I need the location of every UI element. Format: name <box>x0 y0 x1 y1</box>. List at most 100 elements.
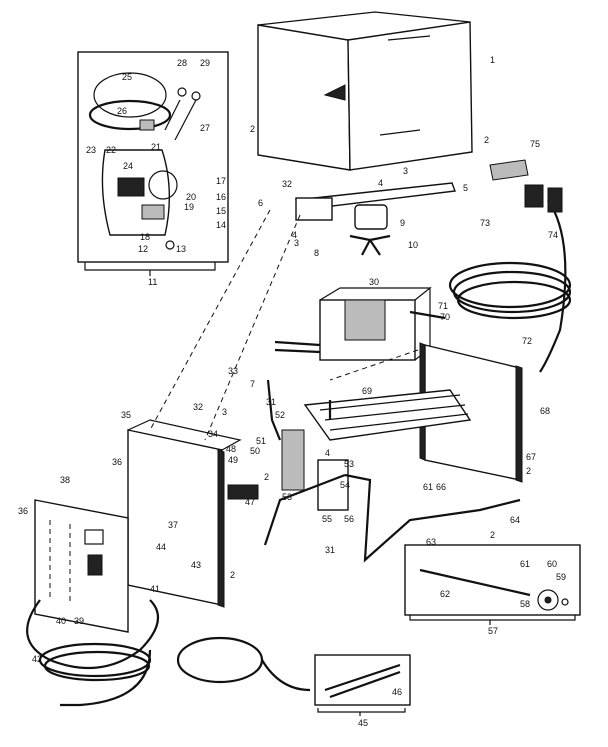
assembly-guides <box>149 209 419 441</box>
callout-c56: 56 <box>344 514 354 524</box>
callout-c8: 8 <box>314 248 319 258</box>
transformer-coil <box>344 299 386 341</box>
callout-c11: 11 <box>148 277 157 287</box>
electrode-holder <box>324 663 401 699</box>
heat-sink-lines <box>319 394 469 431</box>
callout-c57: 57 <box>488 626 498 636</box>
power-cord <box>448 159 572 373</box>
callout-c2e: 2 <box>230 570 235 580</box>
plug-body <box>524 184 544 208</box>
frame-tubes <box>263 400 521 563</box>
callout-c16: 16 <box>216 192 226 202</box>
callout-c62: 62 <box>440 589 450 599</box>
front-panel-edge <box>217 449 225 608</box>
callout-c47: 47 <box>245 497 255 507</box>
output-terminal <box>227 484 259 500</box>
callout-c41: 41 <box>150 584 160 594</box>
callout-c23: 23 <box>86 145 96 155</box>
fan-blade <box>349 234 391 256</box>
front-panel <box>127 419 242 608</box>
callout-c49: 49 <box>228 455 238 465</box>
callout-c75: 75 <box>530 139 540 149</box>
selector-knob <box>87 554 103 576</box>
callout-c1: 1 <box>490 55 495 65</box>
strain-relief <box>489 159 529 181</box>
callout-c21: 21 <box>151 142 161 152</box>
callout-c36a: 36 <box>112 457 122 467</box>
helmet-lens <box>117 177 145 197</box>
callout-c6: 6 <box>258 198 263 208</box>
helmet-inset-bracket <box>84 262 216 276</box>
callout-c42: 42 <box>32 654 42 664</box>
helmet-side-knob <box>148 170 178 200</box>
callout-c70: 70 <box>440 312 450 322</box>
cord-coil-1 <box>448 261 572 309</box>
cabinet-cover <box>257 11 473 171</box>
callout-c69: 69 <box>362 386 372 396</box>
callout-c53b: 53 <box>282 492 292 502</box>
fan-bracket <box>295 197 333 221</box>
callout-c31a: 31 <box>266 397 276 407</box>
callout-c58: 58 <box>520 599 530 609</box>
callout-c2b: 2 <box>484 135 489 145</box>
callout-c4a: 4 <box>378 178 383 188</box>
wheel-inset-frame <box>404 544 581 616</box>
front-panel-top <box>127 419 242 451</box>
label-box <box>84 529 104 545</box>
callout-c13: 13 <box>176 244 186 254</box>
cover-right-side <box>347 21 473 171</box>
callout-c46: 46 <box>392 687 402 697</box>
callout-c55: 55 <box>322 514 332 524</box>
callout-c36b: 36 <box>18 506 28 516</box>
cable-lead <box>60 649 152 707</box>
cover-top-edge <box>257 11 471 26</box>
wheel-kit-inset <box>404 544 581 625</box>
callout-c28: 28 <box>177 58 187 68</box>
callout-c5: 5 <box>463 183 468 193</box>
callout-c24: 24 <box>123 161 133 171</box>
cable-coil-3 <box>176 636 264 684</box>
base-frame <box>263 379 521 563</box>
callout-c15: 15 <box>216 206 226 216</box>
callout-c61b: 61 <box>423 482 433 492</box>
callout-c4c: 4 <box>325 448 330 458</box>
amp-scales <box>49 520 71 604</box>
cord-coil-2 <box>452 270 572 314</box>
callout-c48: 48 <box>226 444 236 454</box>
callout-c61a: 61 <box>520 559 530 569</box>
callout-c32a: 32 <box>282 179 292 189</box>
callout-c38: 38 <box>60 475 70 485</box>
transformer-leads <box>274 310 446 354</box>
pivot-washer-a <box>177 87 187 97</box>
cable-coil-1 <box>38 642 152 678</box>
cover-handle <box>323 84 346 101</box>
callout-c20: 20 <box>186 192 196 202</box>
callout-c34: 34 <box>208 429 218 439</box>
callout-c2a: 2 <box>250 124 255 134</box>
plug-cap <box>547 187 563 213</box>
callout-c12: 12 <box>138 244 148 254</box>
callout-c51: 51 <box>256 436 266 446</box>
fan-assembly <box>295 182 456 256</box>
callout-c60: 60 <box>547 559 557 569</box>
cord-coil-3 <box>456 280 572 320</box>
callout-c33: 33 <box>228 366 238 376</box>
callout-c22: 22 <box>106 145 116 155</box>
callout-c66: 66 <box>436 482 446 492</box>
pivot-leaders <box>164 99 197 141</box>
welding-cable <box>26 599 311 707</box>
callout-c2c: 2 <box>264 472 269 482</box>
wheel-cap <box>561 598 569 606</box>
electrode-holder-inset <box>314 654 411 716</box>
cable-end <box>261 659 311 692</box>
control-plate <box>34 499 129 633</box>
frame-post <box>266 379 282 441</box>
headband-top <box>93 72 167 118</box>
callout-c52: 52 <box>275 410 285 420</box>
lens-retainer <box>141 204 165 220</box>
transformer <box>274 286 446 361</box>
callout-c73: 73 <box>480 218 490 228</box>
callout-c53a: 53 <box>344 459 354 469</box>
holder-inset-frame <box>314 654 411 706</box>
